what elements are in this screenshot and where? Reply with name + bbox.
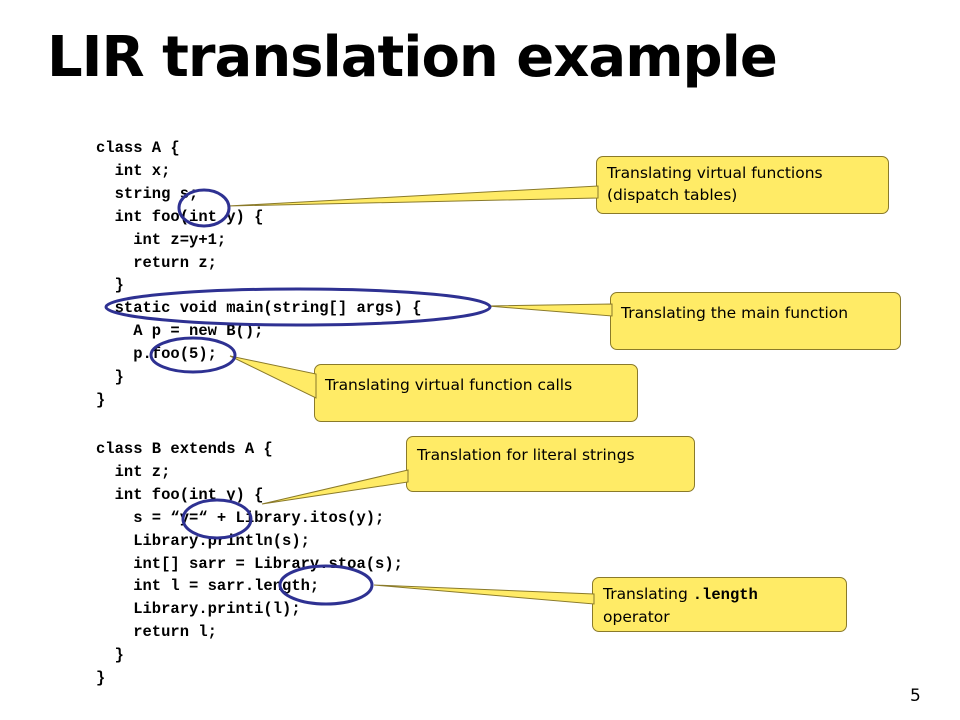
callout-virtual-calls: Translating virtual function calls xyxy=(314,364,638,422)
page-number: 5 xyxy=(910,686,921,706)
callout-pointer-length-operator xyxy=(373,584,595,605)
callout-pointer-main-function xyxy=(487,303,613,317)
slide-title: LIR translation example xyxy=(47,25,778,90)
callout-virtual-calls-text: Translating virtual function calls xyxy=(325,376,573,394)
callout-length-code: .length xyxy=(692,586,758,604)
callout-length-prefix: Translating xyxy=(603,585,693,603)
callout-literal-strings-text: Translation for literal strings xyxy=(417,446,635,464)
callout-length-suffix: operator xyxy=(603,608,670,626)
callout-main-function: Translating the main function xyxy=(610,292,901,350)
code-block-class-b: class B extends A { int z; int foo(int y… xyxy=(96,440,403,688)
callout-main-function-text: Translating the main function xyxy=(621,304,849,322)
callout-virtual-functions: Translating virtual functions (dispatch … xyxy=(596,156,889,214)
callout-length-operator: Translating .length operator xyxy=(592,577,847,632)
callout-literal-strings: Translation for literal strings xyxy=(406,436,695,492)
callout-virtual-functions-text: Translating virtual functions (dispatch … xyxy=(607,164,823,204)
